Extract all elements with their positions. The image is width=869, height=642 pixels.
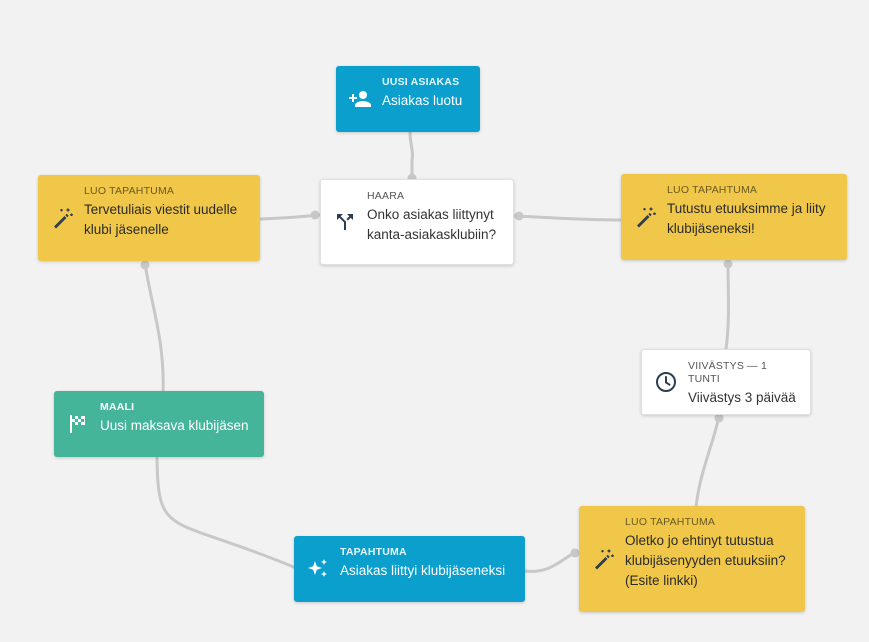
node-type-label: LUO TAPAHTUMA <box>84 185 175 197</box>
node-type-label: LUO TAPAHTUMA <box>667 184 758 196</box>
node-title: Asiakas liittyi klubijäseneksi <box>340 563 506 578</box>
node-joined-event[interactable]: TAPAHTUMA Asiakas liittyi klubijäseneksi <box>294 536 525 602</box>
connector-goal-to-joined <box>155 456 298 570</box>
connector-delay-to-reminder <box>694 413 721 509</box>
branch-split-icon <box>333 210 357 234</box>
node-reminder-event[interactable]: LUO TAPAHTUMA Oletko jo ehtinyt tutustua… <box>579 506 805 612</box>
node-type-label: VIIVÄSTYS — 1 TUNTI <box>688 360 768 385</box>
node-type-label: LUO TAPAHTUMA <box>625 516 716 528</box>
magic-wand-icon <box>50 206 74 230</box>
node-delay[interactable]: VIIVÄSTYS — 1 TUNTI Viivästys 3 päivää <box>641 349 811 415</box>
add-person-icon <box>348 87 372 111</box>
connector-dot[interactable] <box>723 259 733 269</box>
connector-welcome-to-goal <box>143 261 165 394</box>
node-title: Uusi maksava klubijäsen <box>100 418 249 433</box>
connector-dot[interactable] <box>570 548 580 558</box>
node-title: Viivästys 3 päivää <box>688 390 796 405</box>
magic-wand-icon <box>591 547 615 571</box>
connector-dot[interactable] <box>714 413 724 423</box>
node-title: Tervetuliais viestit uudelle klubi jäsen… <box>84 202 238 237</box>
node-welcome-event[interactable]: LUO TAPAHTUMA Tervetuliais viestit uudel… <box>38 175 260 261</box>
connector-dot[interactable] <box>310 210 320 220</box>
clock-icon <box>654 370 678 394</box>
node-type-label: MAALI <box>100 401 135 413</box>
node-type-label: TAPAHTUMA <box>340 546 407 558</box>
connector-reminder-to-joined <box>523 550 578 573</box>
connector-new-customer-to-branch <box>408 130 415 181</box>
node-benefits-event[interactable]: LUO TAPAHTUMA Tutustu etuuksimme ja liit… <box>621 174 847 260</box>
magic-wand-icon <box>633 205 657 229</box>
node-title: Onko asiakas liittynyt kanta-asiakasklub… <box>367 207 497 242</box>
node-type-label: HAARA <box>367 190 405 202</box>
checkered-flag-icon <box>66 412 90 436</box>
node-title: Tutustu etuuksimme ja liity klubijäsenek… <box>667 201 826 236</box>
node-title: Oletko jo ehtinyt tutustua klubijäsenyyd… <box>625 533 786 588</box>
node-goal[interactable]: MAALI Uusi maksava klubijäsen <box>54 391 264 457</box>
node-branch[interactable]: HAARA Onko asiakas liittynyt kanta-asiak… <box>320 179 514 265</box>
connector-dot[interactable] <box>140 260 150 270</box>
sparkles-icon <box>306 557 330 581</box>
connector-dot[interactable] <box>514 211 524 221</box>
connector-branch-to-benefits <box>512 214 624 222</box>
connector-benefits-to-delay <box>724 261 730 351</box>
node-title: Asiakas luotu <box>382 93 463 108</box>
node-new-customer[interactable]: UUSI ASIAKAS Asiakas luotu <box>336 66 480 132</box>
node-type-label: UUSI ASIAKAS <box>382 76 460 88</box>
